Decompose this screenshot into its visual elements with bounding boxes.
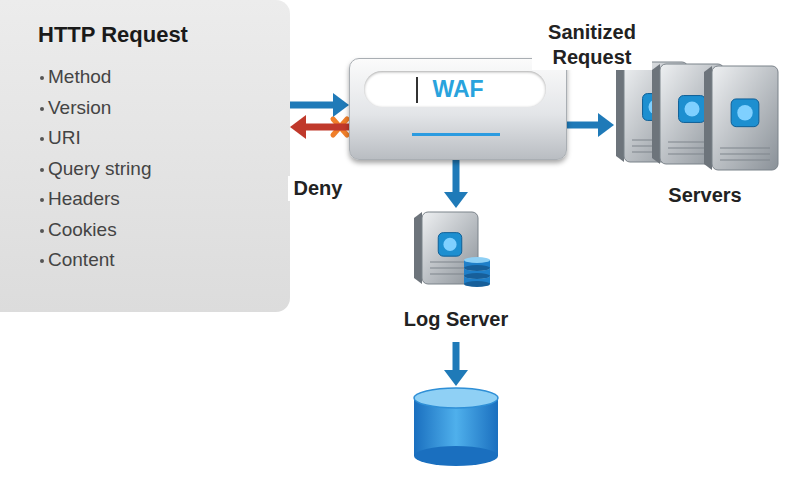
server-badge <box>731 99 759 127</box>
request-arrow <box>290 93 349 117</box>
list-item: Headers <box>38 184 290 215</box>
server-slot <box>720 148 770 149</box>
arrow-shaft <box>290 102 333 109</box>
node-label: Servers <box>614 184 796 207</box>
item-text: URI <box>48 127 81 148</box>
arrow-head <box>444 192 468 208</box>
bullet-dot <box>40 259 44 263</box>
item-text: Content <box>48 249 115 270</box>
arrow-head <box>598 113 614 137</box>
db-stack <box>464 257 490 287</box>
item-text: Version <box>48 97 111 118</box>
waf-status-bar <box>412 133 500 136</box>
server-badge-dot <box>443 238 456 251</box>
server-side <box>652 64 660 164</box>
list-item: Content <box>38 245 290 276</box>
sanitized-arrow <box>567 113 614 137</box>
list-item: URI <box>38 123 290 154</box>
bullet-dot <box>40 198 44 202</box>
server-slot <box>720 154 770 155</box>
server-badge-dot <box>684 101 699 116</box>
database-cylinder <box>414 388 498 466</box>
server-badge <box>679 96 706 123</box>
bullet-dot <box>40 229 44 233</box>
server-badge <box>438 233 462 257</box>
arrow-shaft <box>306 124 349 131</box>
waf-label: WAF <box>350 76 566 103</box>
arrow-shaft <box>453 160 460 192</box>
log-arrow-head <box>444 370 468 386</box>
arrow-head <box>333 93 349 117</box>
item-text: Method <box>48 66 111 87</box>
bullet-dot <box>40 168 44 172</box>
list-item: Version <box>38 93 290 124</box>
waf-caret <box>416 77 418 103</box>
item-text: Cookies <box>48 219 117 240</box>
list-item: Cookies <box>38 215 290 246</box>
item-text: Query string <box>48 158 151 179</box>
edge-label: Deny <box>288 176 348 201</box>
server-badge-dot <box>737 105 753 121</box>
deny-arrow <box>290 115 349 139</box>
node-label: Log Server <box>388 308 524 331</box>
bullet-dot <box>40 107 44 111</box>
server-slot <box>720 160 770 161</box>
bullet-dot <box>40 137 44 141</box>
edge-label: Sanitized Request <box>532 20 652 70</box>
arrow-head <box>290 115 306 139</box>
panel-title: HTTP Request <box>38 22 290 48</box>
bullet-dot <box>40 76 44 80</box>
server-side <box>704 66 712 170</box>
log-arrow <box>453 342 460 372</box>
server-side <box>414 212 422 284</box>
log-server: Log Server <box>388 208 524 336</box>
log-arrow <box>444 160 468 208</box>
request-panel: HTTP RequestMethodVersionURI Query string… <box>0 0 290 312</box>
item-text: Headers <box>48 188 120 209</box>
list-item: Method <box>38 62 290 93</box>
waf-appliance: WAF <box>349 58 567 160</box>
server-side <box>616 62 624 162</box>
item-text: HTTP Request <box>38 22 188 47</box>
arrow-shaft <box>567 122 598 129</box>
server-front <box>712 66 778 170</box>
server-group: Servers <box>614 58 796 218</box>
list-item: Query string <box>38 154 290 185</box>
